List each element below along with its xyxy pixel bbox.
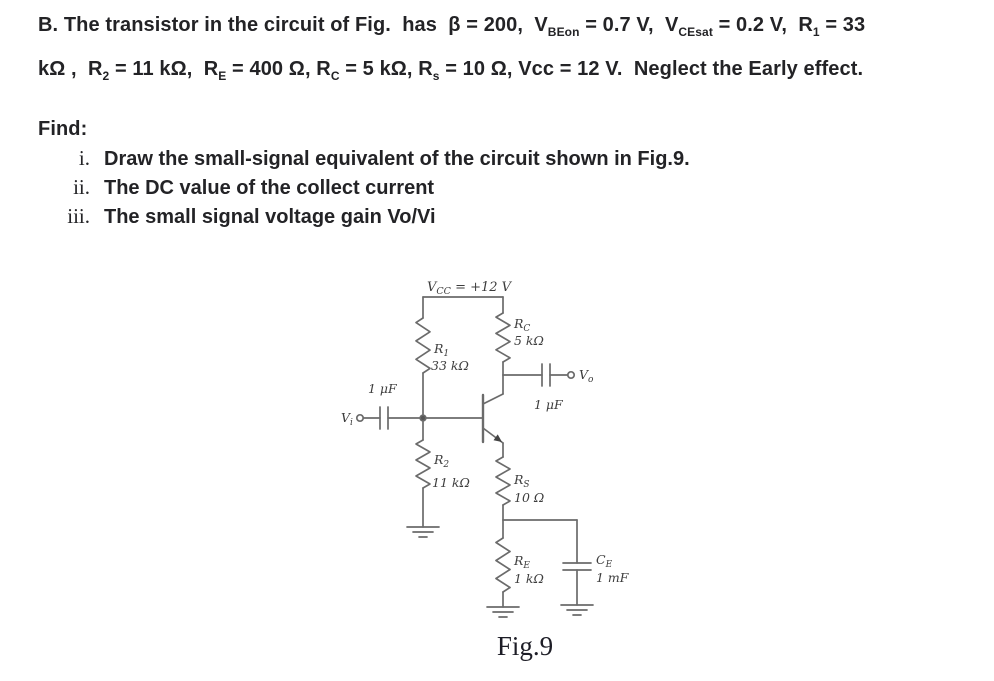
find-item-3-text: The small signal voltage gain Vo/Vi — [104, 206, 436, 228]
find-label: Find: — [38, 118, 88, 140]
ce-label: CE — [596, 552, 613, 570]
vo-label: Vo — [579, 367, 594, 385]
resistor-r1 — [415, 317, 431, 374]
rc-label: RC — [513, 316, 530, 334]
output-cap-label: 1 μF — [534, 397, 564, 412]
find-item-3: iii. The small signal voltage gain Vo/Vi — [38, 204, 436, 229]
input-capacitor — [379, 406, 389, 430]
output-capacitor — [541, 363, 551, 387]
r2-label: R2 — [433, 452, 449, 470]
vo-terminal — [566, 370, 576, 380]
vi-label: Vi — [341, 410, 353, 428]
find-item-2-numeral: ii. — [73, 175, 90, 199]
ground-re — [486, 606, 520, 618]
resistor-r2 — [415, 439, 431, 489]
rs-value: 10 Ω — [514, 490, 544, 505]
ground-ce — [560, 604, 594, 616]
rs-label: RS — [513, 472, 530, 490]
problem-statement-line2: kΩ , R2 = 11 kΩ, RE = 400 Ω, RC = 5 kΩ, … — [38, 58, 864, 83]
find-item-2: ii. The DC value of the collect current — [38, 175, 434, 200]
find-item-2-text: The DC value of the collect current — [104, 177, 435, 199]
rc-value: 5 kΩ — [514, 333, 544, 348]
figure-caption: Fig.9 — [496, 631, 554, 661]
bypass-capacitor-ce — [562, 562, 592, 571]
re-value: 1 kΩ — [514, 571, 544, 586]
circuit-diagram: VCC = +12 V R1 33 kΩ RC 5 kΩ R2 11 kΩ RS… — [341, 280, 630, 618]
find-item-1: i. Draw the small-signal equivalent of t… — [38, 146, 690, 171]
r2-value: 11 kΩ — [432, 475, 470, 490]
emitter-arrow — [493, 434, 502, 442]
resistor-rs — [495, 456, 511, 506]
ce-value: 1 mF — [596, 570, 630, 585]
resistor-rc — [495, 312, 511, 363]
r1-value: 33 kΩ — [431, 358, 469, 373]
vcc-label: VCC = +12 V — [427, 280, 513, 297]
find-item-3-numeral: iii. — [67, 204, 90, 228]
vi-terminal — [355, 413, 365, 423]
resistor-re — [495, 537, 511, 593]
find-item-1-numeral: i. — [78, 146, 90, 170]
r1-label: R1 — [433, 341, 449, 359]
base-junction-dot — [419, 414, 427, 422]
problem-statement-line1: B. The transistor in the circuit of Fig.… — [38, 14, 866, 39]
ground-r2 — [406, 526, 440, 538]
find-item-1-text: Draw the small-signal equivalent of the … — [104, 148, 690, 170]
transistor-npn — [481, 393, 504, 444]
input-cap-label: 1 μF — [368, 381, 398, 396]
re-label: RE — [513, 553, 530, 571]
